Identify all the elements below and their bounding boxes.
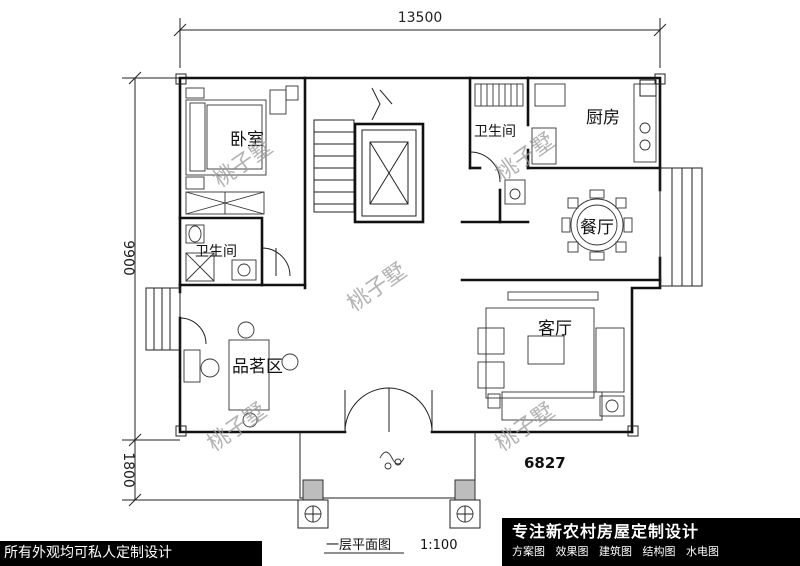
room-label-bedroom: 卧室 (230, 130, 264, 150)
room-label-bathroom-right: 卫生间 (474, 124, 516, 140)
bathroom-left-fixtures (185, 224, 291, 282)
central-core (353, 122, 425, 224)
kitchen-furniture (531, 79, 657, 165)
service-banner-headline: 专注新农村房屋定制设计 (512, 522, 700, 541)
side-steps-left (145, 287, 207, 351)
dimension-left: 9900 1800 (120, 71, 300, 507)
service-item: 水电图 (686, 545, 719, 558)
bathroom-right-fixtures (469, 83, 526, 205)
plan-scale: 1:100 (420, 538, 457, 553)
entrance-porch (297, 387, 481, 529)
custom-design-banner: 所有外观均可私人定制设计 (0, 541, 262, 566)
dimension-left-label: 9900 (120, 240, 136, 276)
living-furniture (477, 291, 625, 421)
dining-furniture (561, 189, 633, 261)
watermark: 桃子墅 (203, 399, 271, 457)
watermark: 桃子墅 (491, 399, 559, 457)
service-item: 效果图 (555, 545, 589, 558)
service-item: 建筑图 (599, 545, 632, 558)
stair (313, 87, 393, 213)
tea-area-furniture (183, 321, 299, 428)
service-list: 方案图 效果图 建筑图 结构图 水电图 (512, 543, 794, 561)
service-item: 方案图 (512, 545, 545, 558)
exterior-walls (175, 73, 666, 437)
room-label-dining: 餐厅 (580, 218, 614, 238)
bedroom-furniture (185, 85, 299, 215)
dimension-top: 13500 (173, 10, 667, 68)
dimension-top-label: 13500 (398, 10, 443, 26)
plan-code: 6827 (524, 454, 566, 472)
service-banner: 专注新农村房屋定制设计 方案图 效果图 建筑图 结构图 水电图 (502, 518, 800, 566)
watermark: 桃子墅 (343, 259, 411, 317)
room-label-tea-area: 品茗区 (232, 357, 283, 377)
room-label-living: 客厅 (538, 319, 572, 339)
service-item: 结构图 (642, 545, 676, 558)
room-label-kitchen: 厨房 (586, 108, 620, 128)
room-label-bathroom-left: 卫生间 (195, 244, 237, 260)
plan-title: 一层平面图 (326, 538, 391, 553)
dimension-porch-label: 1800 (120, 452, 136, 488)
interior-walls (178, 76, 662, 287)
side-steps-right (659, 167, 703, 287)
